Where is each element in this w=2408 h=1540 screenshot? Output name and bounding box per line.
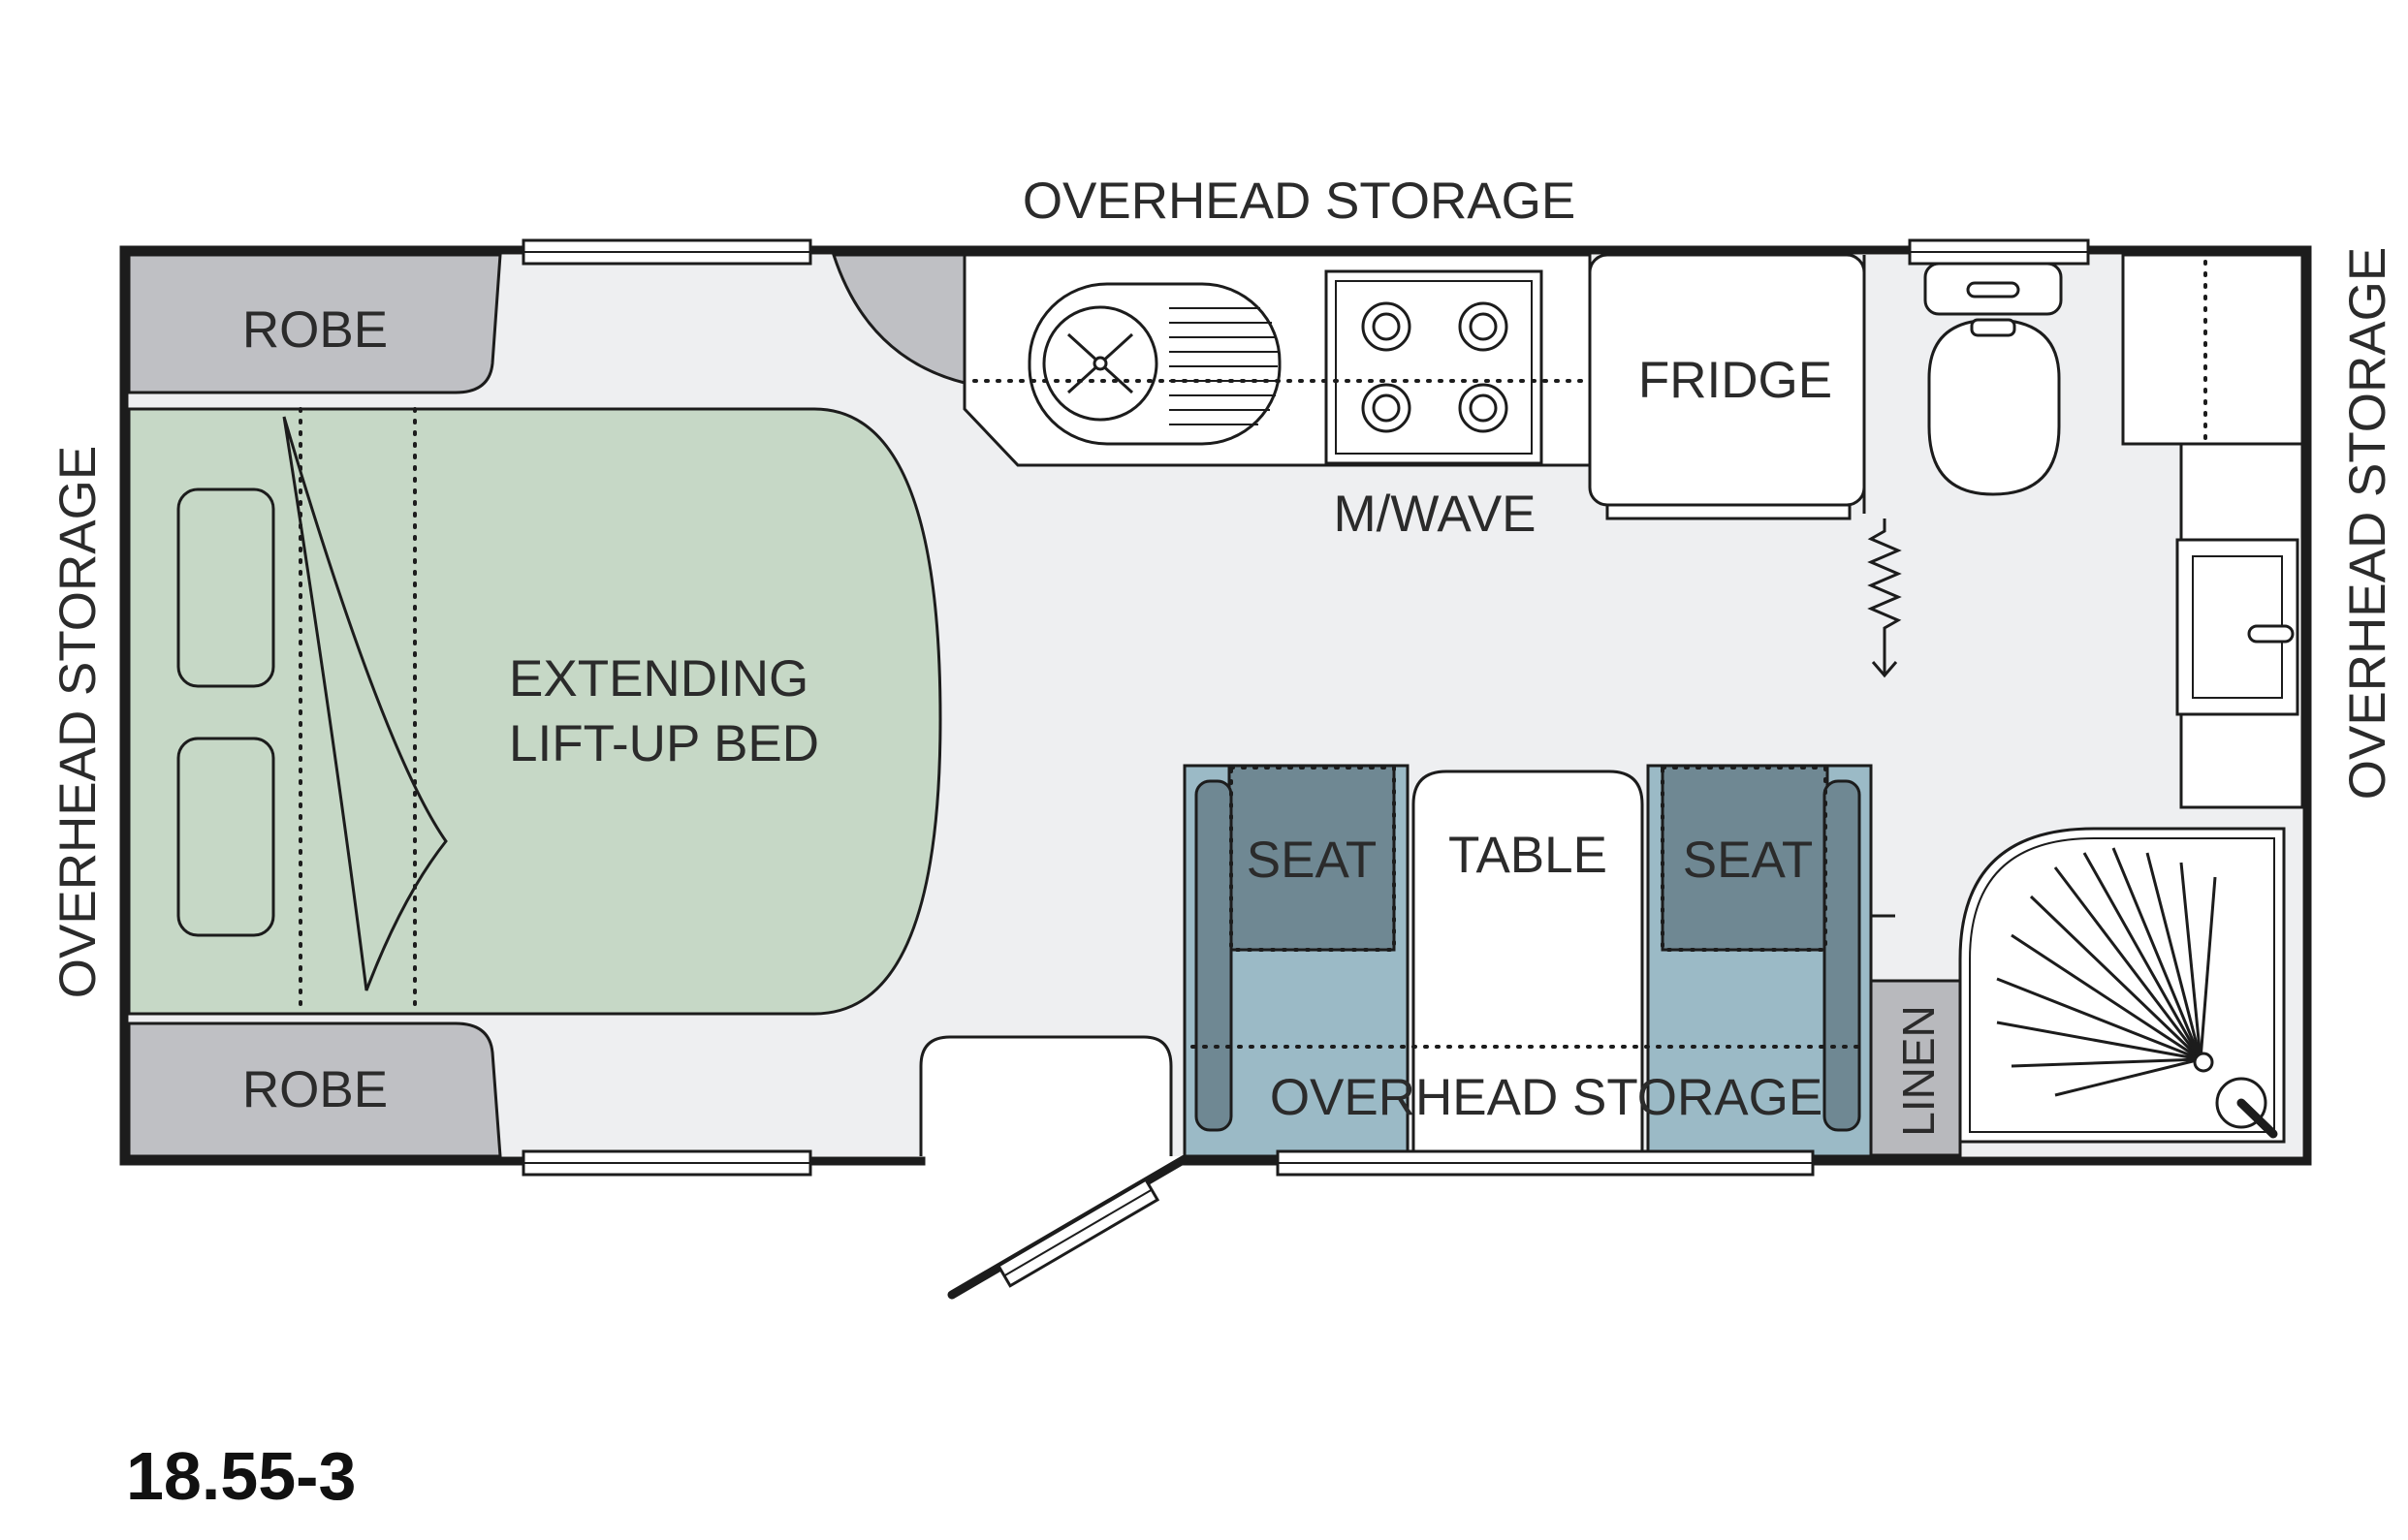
label-overhead-storage-top: OVERHEAD STORAGE: [1023, 173, 1575, 230]
shower-mixer-handle: [2236, 1098, 2278, 1139]
pillow-bottom: [176, 737, 275, 937]
label-bed-line2: LIFT-UP BED: [509, 715, 819, 772]
label-table: TABLE: [1448, 827, 1607, 884]
lift-up-bed: [127, 407, 942, 1016]
sink-drain: [1093, 356, 1108, 371]
label-overhead-storage-left: OVERHEAD STORAGE: [49, 446, 107, 998]
cooktop: [1324, 269, 1543, 465]
shower-head: [2193, 1052, 2214, 1073]
seat-cushion-left: [1227, 764, 1396, 952]
outer-wall-left: [119, 245, 2312, 1166]
label-seat-right: SEAT: [1683, 832, 1814, 889]
dinette-table: [1411, 770, 1644, 1158]
toilet-seat-hinge: [1970, 318, 2016, 337]
label-robe-bottom: ROBE: [242, 1061, 388, 1118]
label-overhead-storage-dinette: OVERHEAD STORAGE: [1270, 1069, 1822, 1126]
toilet-bowl: [1927, 318, 2061, 496]
seat-outline-left: [1229, 766, 1396, 952]
label-fridge: FRIDGE: [1638, 352, 1832, 409]
pillow-top: [176, 487, 275, 688]
label-overhead-storage-right: OVERHEAD STORAGE: [2339, 247, 2396, 800]
label-seat-left: SEAT: [1247, 832, 1378, 889]
window-bottom-left: [522, 1149, 812, 1177]
model-code: 18.55-3: [126, 1438, 356, 1514]
label-bed-line1: EXTENDING: [509, 650, 808, 707]
bathroom-cabinet: [2121, 253, 2304, 446]
window-top-right: [1908, 238, 2090, 266]
basin-tap: [2247, 624, 2295, 644]
window-top-left: [522, 238, 812, 266]
corner-cabinet: [831, 253, 966, 385]
shower-spray-lines: [1996, 847, 2217, 1097]
label-microwave: M/WAVE: [1333, 486, 1536, 543]
backrest-left: [1194, 779, 1233, 1132]
cooktop-inner: [1335, 280, 1533, 455]
shower-tray: [1969, 837, 2275, 1133]
bedding-fold: [282, 416, 448, 991]
label-robe-top: ROBE: [242, 301, 388, 359]
robe-top: [127, 253, 502, 394]
window-bottom-dinette: [1276, 1149, 1815, 1177]
fridge-door-line: [1605, 503, 1852, 520]
burner-icons: [1361, 301, 1508, 433]
entry-door-window: [996, 1178, 1160, 1288]
toilet-flush: [1966, 281, 2020, 299]
entry-step: [919, 1035, 1173, 1156]
backrest-right: [1822, 779, 1861, 1132]
sink-drainer: [1169, 307, 1278, 425]
folding-door: [1867, 519, 1902, 674]
label-linen: LINEN: [1893, 1005, 1944, 1136]
seat-outline-right: [1661, 766, 1827, 952]
folding-door-arrow: [1871, 661, 1898, 678]
robe-bottom: [127, 1021, 502, 1158]
